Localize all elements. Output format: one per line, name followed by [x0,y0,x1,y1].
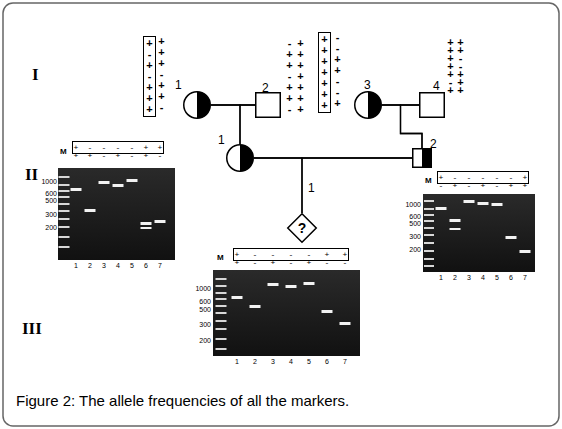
symbol-outline [255,92,281,118]
lane-number: 4 [478,274,488,282]
gel-image [58,168,175,260]
pedigree-line [254,158,302,213]
size-label: 1000 [31,178,57,186]
pedigree-line [382,105,422,148]
unknown-sex-symbol: ? [287,213,317,243]
lane-number: 7 [340,358,350,366]
allele-row: + - + - + - - [235,258,348,267]
size-label: 600 [185,298,211,306]
unknown-mark: ? [298,221,307,235]
symbol-outline [226,144,254,172]
size-label: 1000 [395,201,421,209]
affected-half [422,149,431,168]
pedigree-line [302,158,412,213]
symbol-fill [355,92,382,119]
symbol-outline [354,91,382,119]
male-symbol: 2 [412,148,432,168]
lane-number: 3 [99,262,109,270]
gel-image [423,194,535,272]
pedigree-line [211,105,240,144]
symbol-fill [413,149,432,168]
size-label: 300 [31,211,57,219]
male-symbol: 4 [419,92,445,118]
female-symbol: 1 [226,144,254,172]
female-symbol: 1 [183,91,211,119]
haplotype-column: + - + - + + + [143,36,156,117]
allele-row: - + - + - + + [439,181,528,190]
lane-number: 7 [155,262,165,270]
lane-number: 4 [286,358,296,366]
lane-number: 3 [268,358,278,366]
haplotype-column: + + + + + + + [296,38,305,115]
size-label: 200 [31,224,57,232]
lane-number: 1 [436,274,446,282]
symbol-fill [184,92,211,119]
individual-number: 2 [430,138,437,150]
marker-lane-label: M [60,147,67,156]
generation-label: III [22,320,42,338]
figure-caption: Figure 2: The allele frequencies of all … [16,392,349,410]
lane-number: 6 [322,358,332,366]
haplotype-column: - - + + - - + [333,32,342,109]
size-label: 500 [395,220,421,228]
haplotype-column: + + + - + + - [157,36,166,113]
lane-number: 2 [450,274,460,282]
individual-number: 2 [262,82,269,94]
pedigree-line [240,105,255,144]
symbol-outline [183,91,211,119]
individual-number: 3 [364,79,371,91]
gel-image [213,270,360,356]
symbol-fill [420,93,445,118]
size-label: 600 [31,190,57,198]
individual-number: 1 [218,134,225,146]
haplotype-column: + + + + + + + [318,32,331,113]
affected-half [240,145,253,172]
male-symbol: 2 [255,92,281,118]
haplotype-column: + + - - + + + [456,38,465,94]
generation-label: II [25,166,38,184]
figure-frame [3,3,559,426]
symbol-fill [256,93,281,118]
symbol-fill [227,145,254,172]
marker-lane-label: M [425,176,432,185]
offspring-number: 1 [308,182,315,194]
lane-number: 1 [232,358,242,366]
generation-label: I [32,66,39,84]
female-symbol: 3 [354,91,382,119]
allele-row: + + - + - + - [74,151,163,160]
lane-number: 3 [464,274,474,282]
haplotype-column: + + + + + - + [446,38,455,94]
individual-number: 1 [175,79,182,91]
lane-number: 2 [250,358,260,366]
lane-number: 2 [85,262,95,270]
lane-number: 6 [506,274,516,282]
size-label: 200 [395,246,421,254]
lane-number: 4 [113,262,123,270]
size-label: 300 [395,233,421,241]
size-label: 500 [31,197,57,205]
size-label: 300 [185,321,211,329]
size-label: 600 [395,213,421,221]
size-label: 500 [185,306,211,314]
affected-half [197,92,210,119]
lane-number: 6 [141,262,151,270]
lane-number: 5 [492,274,502,282]
symbol-outline [419,92,445,118]
size-label: 1000 [185,285,211,293]
lane-number: 5 [127,262,137,270]
symbol-outline [412,148,432,168]
lane-number: 5 [304,358,314,366]
marker-lane-label: M [217,253,224,262]
lane-number: 1 [71,262,81,270]
size-label: 200 [185,337,211,345]
symbol-fill [288,214,317,243]
individual-number: 4 [433,80,440,92]
pedigree-line [401,105,423,148]
lane-number: 7 [520,274,530,282]
haplotype-column: - + + - + + - [285,38,294,115]
affected-half [368,92,381,119]
